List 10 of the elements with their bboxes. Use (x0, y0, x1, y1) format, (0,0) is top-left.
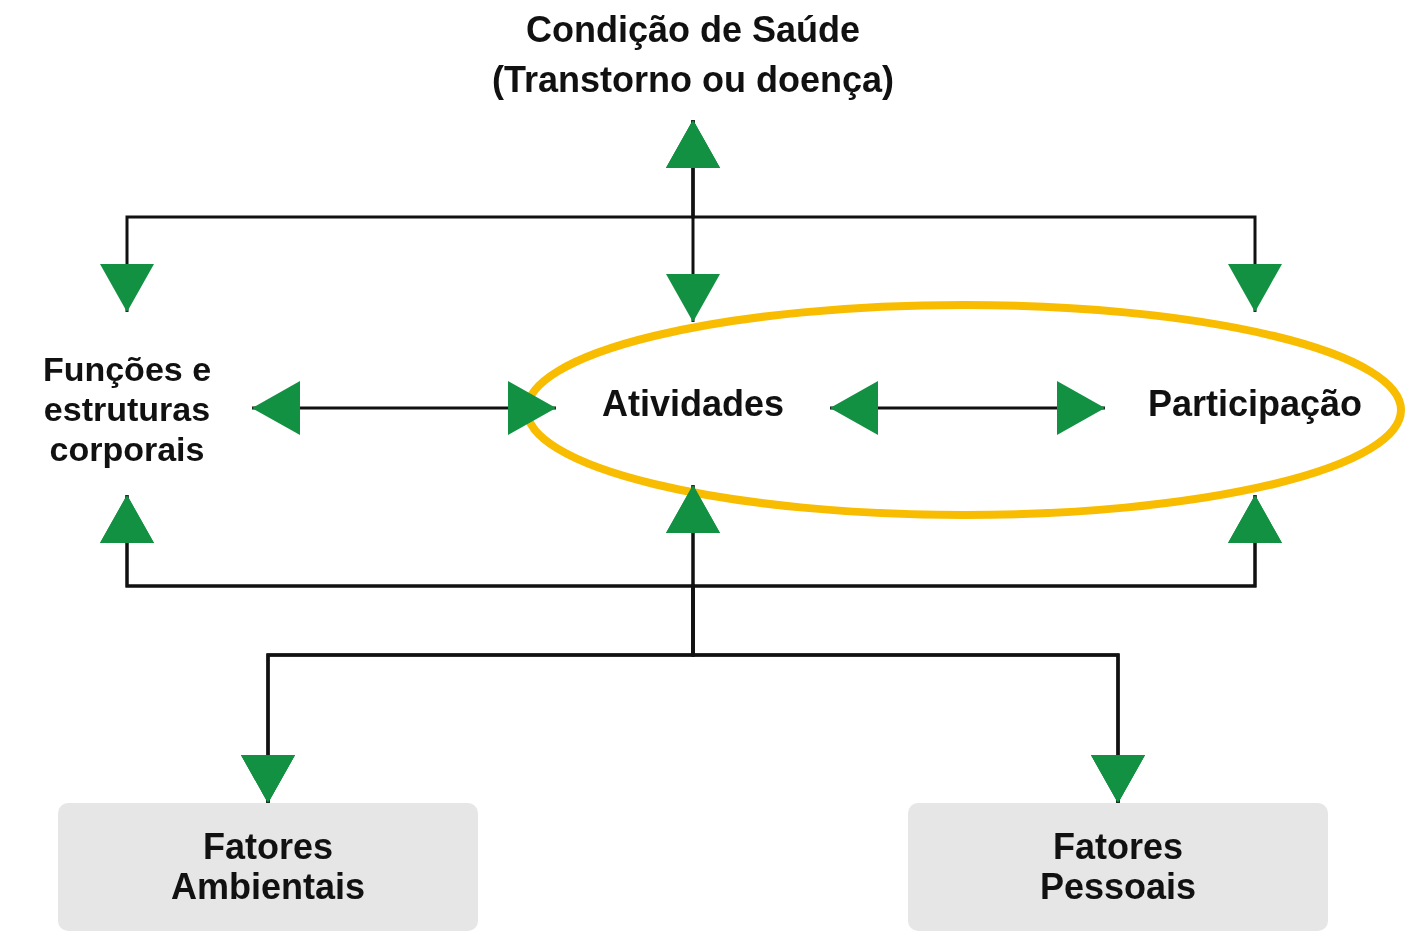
factor-box: Fatores Ambientais (58, 803, 478, 931)
arrow (830, 381, 1105, 435)
text-label: Participação (1147, 383, 1363, 424)
arrow (691, 495, 1282, 803)
text-label: Funções e estruturas corporais (41, 348, 213, 469)
arrow (666, 120, 1282, 312)
text-label: Condição de Saúde (Transtorno ou doença) (491, 8, 895, 102)
factor-box: Fatores Pessoais (908, 803, 1328, 931)
arrow (252, 381, 556, 435)
text-label: Atividades (601, 383, 785, 424)
